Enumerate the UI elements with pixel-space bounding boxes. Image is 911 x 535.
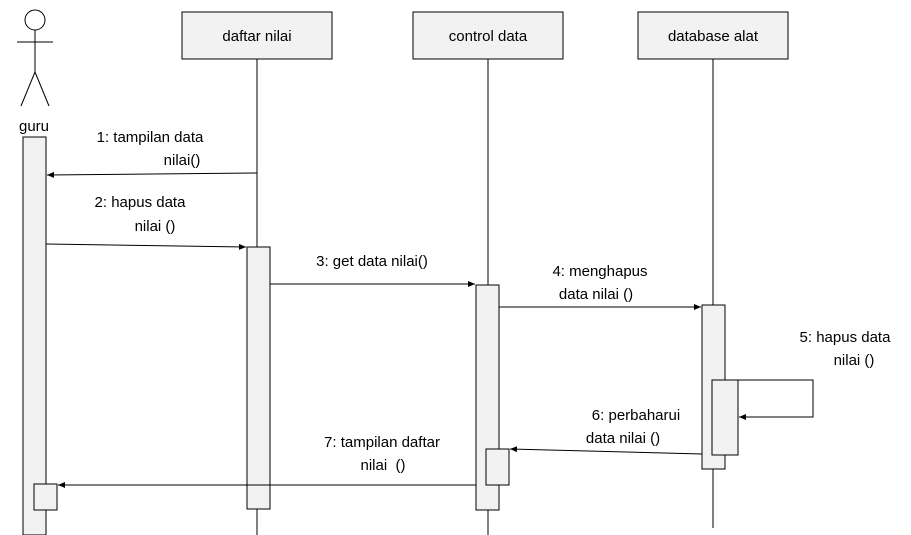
lifeline-header-control-data: control data: [412, 11, 564, 60]
actor-guru: guru: [17, 9, 53, 135]
message-label-5-line-2: nilai (): [834, 352, 875, 369]
message-arrow-2: [45, 243, 247, 250]
message-label-3: 3: get data nilai(): [316, 253, 428, 270]
activation-database-alat-nested: [711, 379, 739, 456]
message-label-7-line-2: nilai (): [360, 457, 405, 474]
message-label-6-line-2: data nilai (): [586, 430, 660, 447]
message-arrow-1: [46, 171, 258, 178]
message-label-4-line-2: data nilai (): [559, 286, 633, 303]
message-label-5-line-1: 5: hapus data: [800, 329, 892, 346]
message-label-6-line-1: 6: perbaharui: [592, 407, 680, 424]
activation-guru: [22, 136, 47, 535]
message-arrow-6: [509, 446, 703, 455]
message-label-1-line-1: 1: tampilan data: [97, 129, 204, 146]
lifeline-label-database-alat: database alat: [668, 28, 759, 45]
actor-label: guru: [19, 118, 49, 135]
lifeline-header-daftar-nilai: daftar nilai: [181, 11, 333, 60]
activation-guru-return: [33, 483, 58, 511]
lifeline-label-daftar-nilai: daftar nilai: [222, 28, 291, 45]
activation-daftar-nilai: [246, 246, 271, 510]
message-arrow-5: [725, 379, 814, 420]
message-label-4-line-1: 4: menghapus: [552, 263, 647, 280]
activation-control-data-nested: [485, 448, 510, 486]
message-label-2-line-1: 2: hapus data: [95, 194, 187, 211]
message-label-1-line-2: nilai(): [164, 152, 201, 169]
lifeline-header-database-alat: database alat: [637, 11, 789, 60]
message-label-2-line-2: nilai (): [135, 218, 176, 235]
message-label-7-line-1: 7: tampilan daftar: [324, 434, 440, 451]
lifeline-label-control-data: control data: [449, 28, 528, 45]
